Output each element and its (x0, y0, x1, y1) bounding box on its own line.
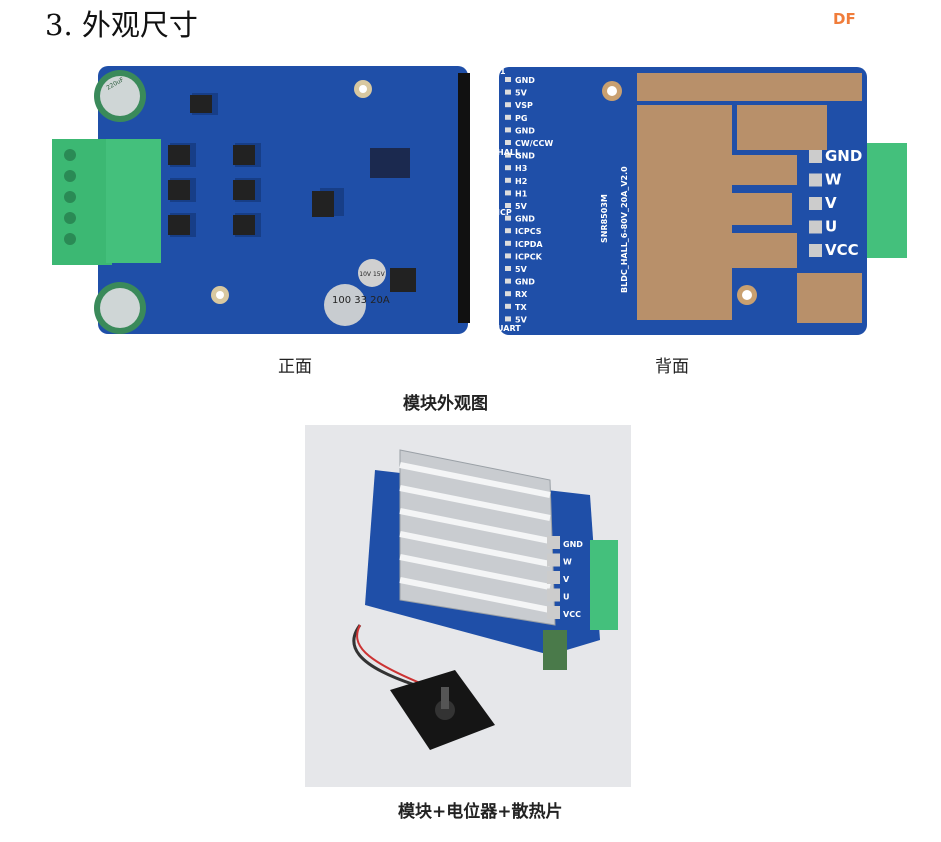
power-terminal-pad (809, 173, 822, 187)
header-pin-label: 5V (515, 315, 528, 324)
power-pin-label: GND (563, 540, 583, 549)
power-pin-label: U (563, 593, 570, 602)
header-pin-label: PG (515, 114, 527, 123)
header-pin-label: H3 (515, 164, 527, 173)
power-pin-label: V (825, 194, 837, 212)
board-model: BLDC_HALL_6-80V_20A_V2.0 (620, 166, 629, 293)
group-label-hall: HALL (497, 148, 520, 157)
header-pin-pad (505, 140, 511, 145)
header-pin-label: 5V (515, 202, 528, 211)
header-pin-pad (505, 253, 511, 259)
power-pin-label: U (825, 218, 837, 236)
power-terminal-pad (809, 244, 822, 257)
group-label-uart: UART (497, 324, 521, 333)
header-pin-label: H2 (515, 177, 527, 186)
header-pin-label: GND (515, 152, 535, 161)
small-capacitor-label: 10V 15V (359, 271, 385, 278)
power-terminal-pad (547, 606, 560, 619)
header-pin-pad (505, 190, 511, 196)
df-logo: DF (833, 10, 856, 28)
power-terminal-pad (809, 150, 822, 163)
header-pin-pad (505, 165, 511, 171)
header-pin-pad (505, 228, 511, 234)
header-pin-pad (505, 278, 511, 284)
header-pin-pad (505, 240, 511, 246)
header-pin-pad (505, 177, 511, 183)
header-pin-label: 5V (515, 265, 528, 274)
figure1-caption: 模块外观图 (403, 394, 488, 414)
header-pin-pad (505, 77, 511, 82)
power-terminal-pad (547, 588, 560, 602)
header-pin-pad (505, 266, 511, 271)
header-pin-pad (505, 89, 511, 95)
power-terminal-pad (547, 536, 560, 549)
assembly-photo: GND WVU VCC (305, 425, 631, 787)
header-pin-pad (505, 303, 511, 309)
header-pin-pad (505, 152, 511, 158)
header-pin-pad (505, 127, 511, 133)
header-pin-label: GND (515, 278, 535, 287)
power-pin-label: W (563, 558, 572, 567)
front-board-photo: 220uF 100 33 20A 10V 15V (52, 66, 470, 334)
power-pin-label: VCC (563, 610, 581, 619)
group-label-j1: J1 (497, 67, 506, 76)
power-terminal-pad (809, 197, 822, 210)
header-pin-pad (505, 291, 511, 297)
power-terminal-pad (547, 571, 560, 584)
power-terminal-pad (809, 220, 822, 234)
power-pin-label: V (563, 575, 570, 584)
front-caption: 正面 (278, 357, 312, 377)
capacitor-label: 100 33 20A (332, 295, 390, 306)
board-name: SNR8503M (600, 194, 609, 243)
power-pin-label: GND (825, 147, 862, 165)
back-caption: 背面 (655, 357, 689, 377)
header-pin-label: CW/CCW (515, 139, 553, 148)
power-pin-label: VCC (825, 241, 859, 259)
header-pin-pad (505, 316, 511, 322)
header-pin-pad (505, 114, 511, 120)
header-pin-label: GND (515, 126, 535, 135)
header-pin-pad (505, 215, 511, 221)
header-pin-label: GND (515, 215, 535, 224)
header-pin-label: VSP (515, 101, 533, 110)
power-terminal-pad (547, 553, 560, 567)
section-title: 3. 外观尺寸 (45, 8, 198, 42)
power-pin-label: W (825, 171, 842, 189)
header-pin-label: 5V (515, 89, 528, 98)
group-label-icp: ICP (497, 208, 512, 217)
header-pin-label: ICPCS (515, 227, 542, 236)
header-pin-pad (505, 203, 511, 208)
header-pin-label: H1 (515, 189, 528, 198)
header-pin-label: RX (515, 290, 528, 299)
header-pin-label: ICPDA (515, 240, 543, 249)
header-pin-label: TX (515, 303, 527, 312)
header-pin-pad (505, 102, 511, 108)
header-pin-label: ICPCK (515, 252, 543, 261)
header-pin-label: GND (515, 76, 535, 85)
figure2-caption: 模块+电位器+散热片 (398, 802, 563, 822)
